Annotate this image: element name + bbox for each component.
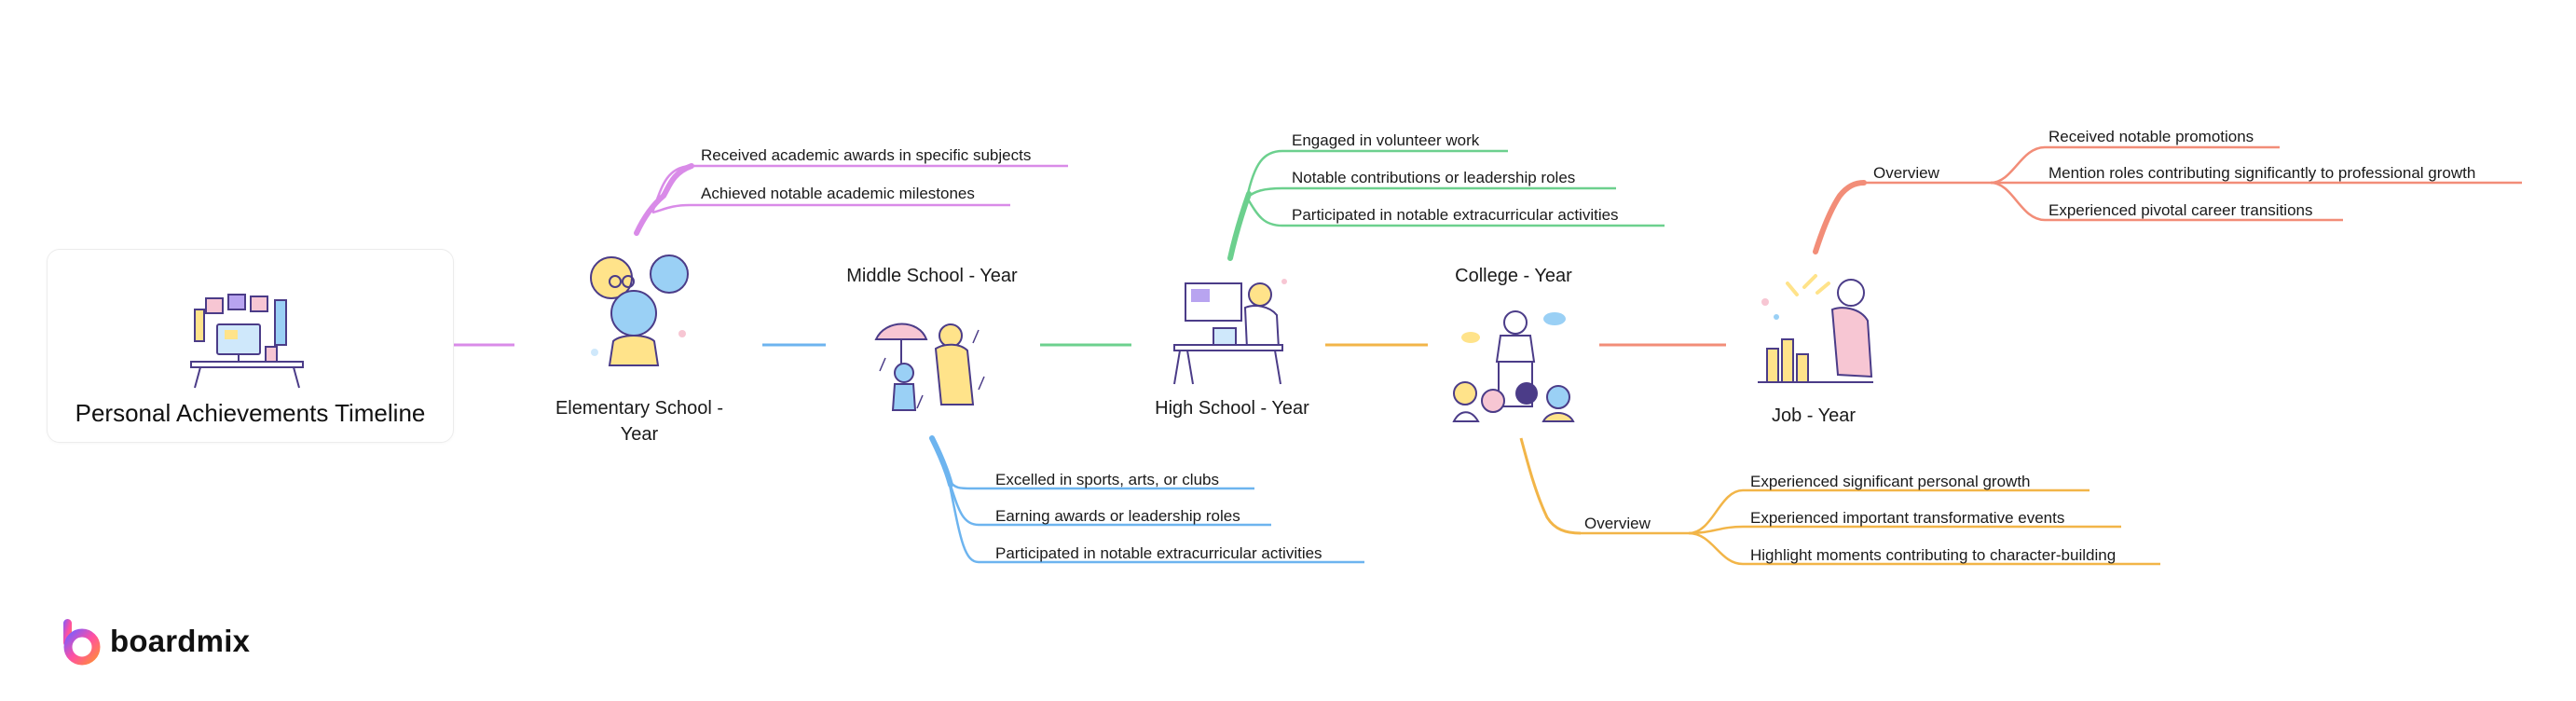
stage-high-label[interactable]: High School - Year [1155,398,1309,419]
branch-college-trunk [1519,437,1582,535]
elementary-item-2[interactable]: Achieved notable academic milestones [701,185,975,202]
coin-growth-illustration-icon [1758,274,1873,383]
college-item-3[interactable]: Highlight moments contributing to charac… [1750,546,2117,564]
branch-middle-3 [947,479,1364,564]
brand-name: boardmix [110,624,251,658]
high-item-1[interactable]: Engaged in volunteer work [1292,131,1480,149]
stage-elementary-label-line1: Elementary School - [555,398,724,419]
middle-item-2[interactable]: Earning awards or leadership roles [995,507,1240,525]
branch-high-2 [1246,186,1616,199]
desk-study-illustration-icon [1173,279,1287,385]
branch-high-1 [1245,149,1508,199]
brand-logo[interactable]: boardmix [62,615,250,667]
stage-college-label[interactable]: College - Year [1455,266,1572,286]
stage-elementary-label-line2: Year [620,424,659,445]
branch-elementary-2 [651,203,1010,214]
branch-high-trunk [1227,191,1252,261]
high-item-2[interactable]: Notable contributions or leadership role… [1292,169,1576,186]
job-item-3[interactable]: Experienced pivotal career transitions [2048,201,2313,219]
children-playing-illustration-icon [590,254,689,366]
branch-middle-trunk [929,435,953,488]
high-item-3[interactable]: Participated in notable extracurricular … [1292,206,1619,224]
job-overview-label[interactable]: Overview [1873,164,1939,182]
middle-item-1[interactable]: Excelled in sports, arts, or clubs [995,471,1219,488]
stage-job-label[interactable]: Job - Year [1771,405,1857,426]
branch-high-3 [1245,197,1665,227]
desk-workspace-illustration-icon [190,294,304,389]
stage-middle-label[interactable]: Middle School - Year [846,266,1018,286]
middle-item-3[interactable]: Participated in notable extracurricular … [995,544,1322,562]
job-item-2[interactable]: Mention roles contributing significantly… [2048,164,2476,182]
root-node[interactable]: Personal Achievements Timeline [47,249,454,443]
root-title: Personal Achievements Timeline [75,399,426,427]
branch-elementary-1 [651,164,1068,213]
branch-job-fork-1 [1990,145,2280,185]
branch-college-fork-3 [1688,531,2160,566]
branch-job-trunk [1813,180,1867,254]
branch-elementary-trunk [634,163,694,236]
job-item-1[interactable]: Received notable promotions [2048,128,2254,145]
boardmix-logo-icon [63,619,101,666]
rain-umbrella-illustration-icon [874,323,985,411]
branch-job-fork-3 [1990,181,2343,222]
elementary-item-1[interactable]: Received academic awards in specific sub… [701,146,1032,164]
college-overview-label[interactable]: Overview [1584,515,1651,532]
stage-elementary-label[interactable]: Elementary School - Year [537,395,742,447]
graduation-speech-illustration-icon [1452,310,1575,422]
college-item-1[interactable]: Experienced significant personal growth [1750,473,2031,490]
branch-college-fork-1 [1688,488,2090,535]
college-item-2[interactable]: Experienced important transformative eve… [1750,509,2065,527]
